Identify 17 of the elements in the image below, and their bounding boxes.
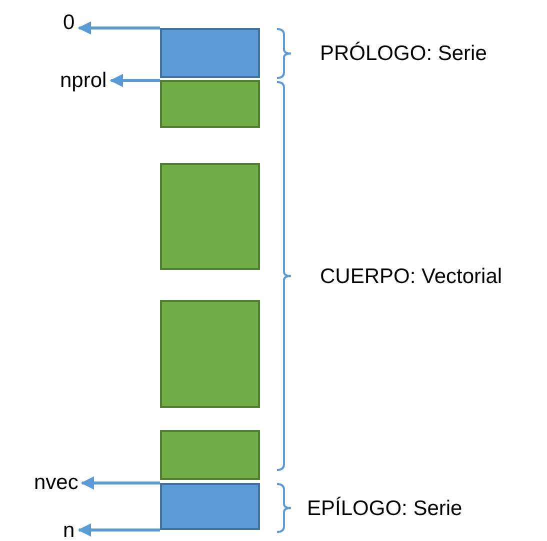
- arrow: [78, 523, 160, 537]
- serial-block: [160, 483, 260, 530]
- vector-block: [160, 163, 260, 270]
- arrow: [80, 476, 160, 490]
- vector-block: [160, 430, 260, 480]
- arrow: [78, 21, 160, 35]
- index-label: nprol: [60, 70, 107, 90]
- vector-block: [160, 300, 260, 408]
- vector-block: [160, 80, 260, 128]
- index-label: 0: [63, 12, 75, 32]
- arrow: [110, 74, 160, 88]
- section-label: EPÍLOGO: Serie: [307, 498, 462, 518]
- index-label: nvec: [34, 472, 78, 492]
- index-label: n: [63, 520, 75, 540]
- section-label: CUERPO: Vectorial: [320, 266, 502, 286]
- serial-block: [160, 28, 260, 78]
- section-label: PRÓLOGO: Serie: [320, 43, 487, 64]
